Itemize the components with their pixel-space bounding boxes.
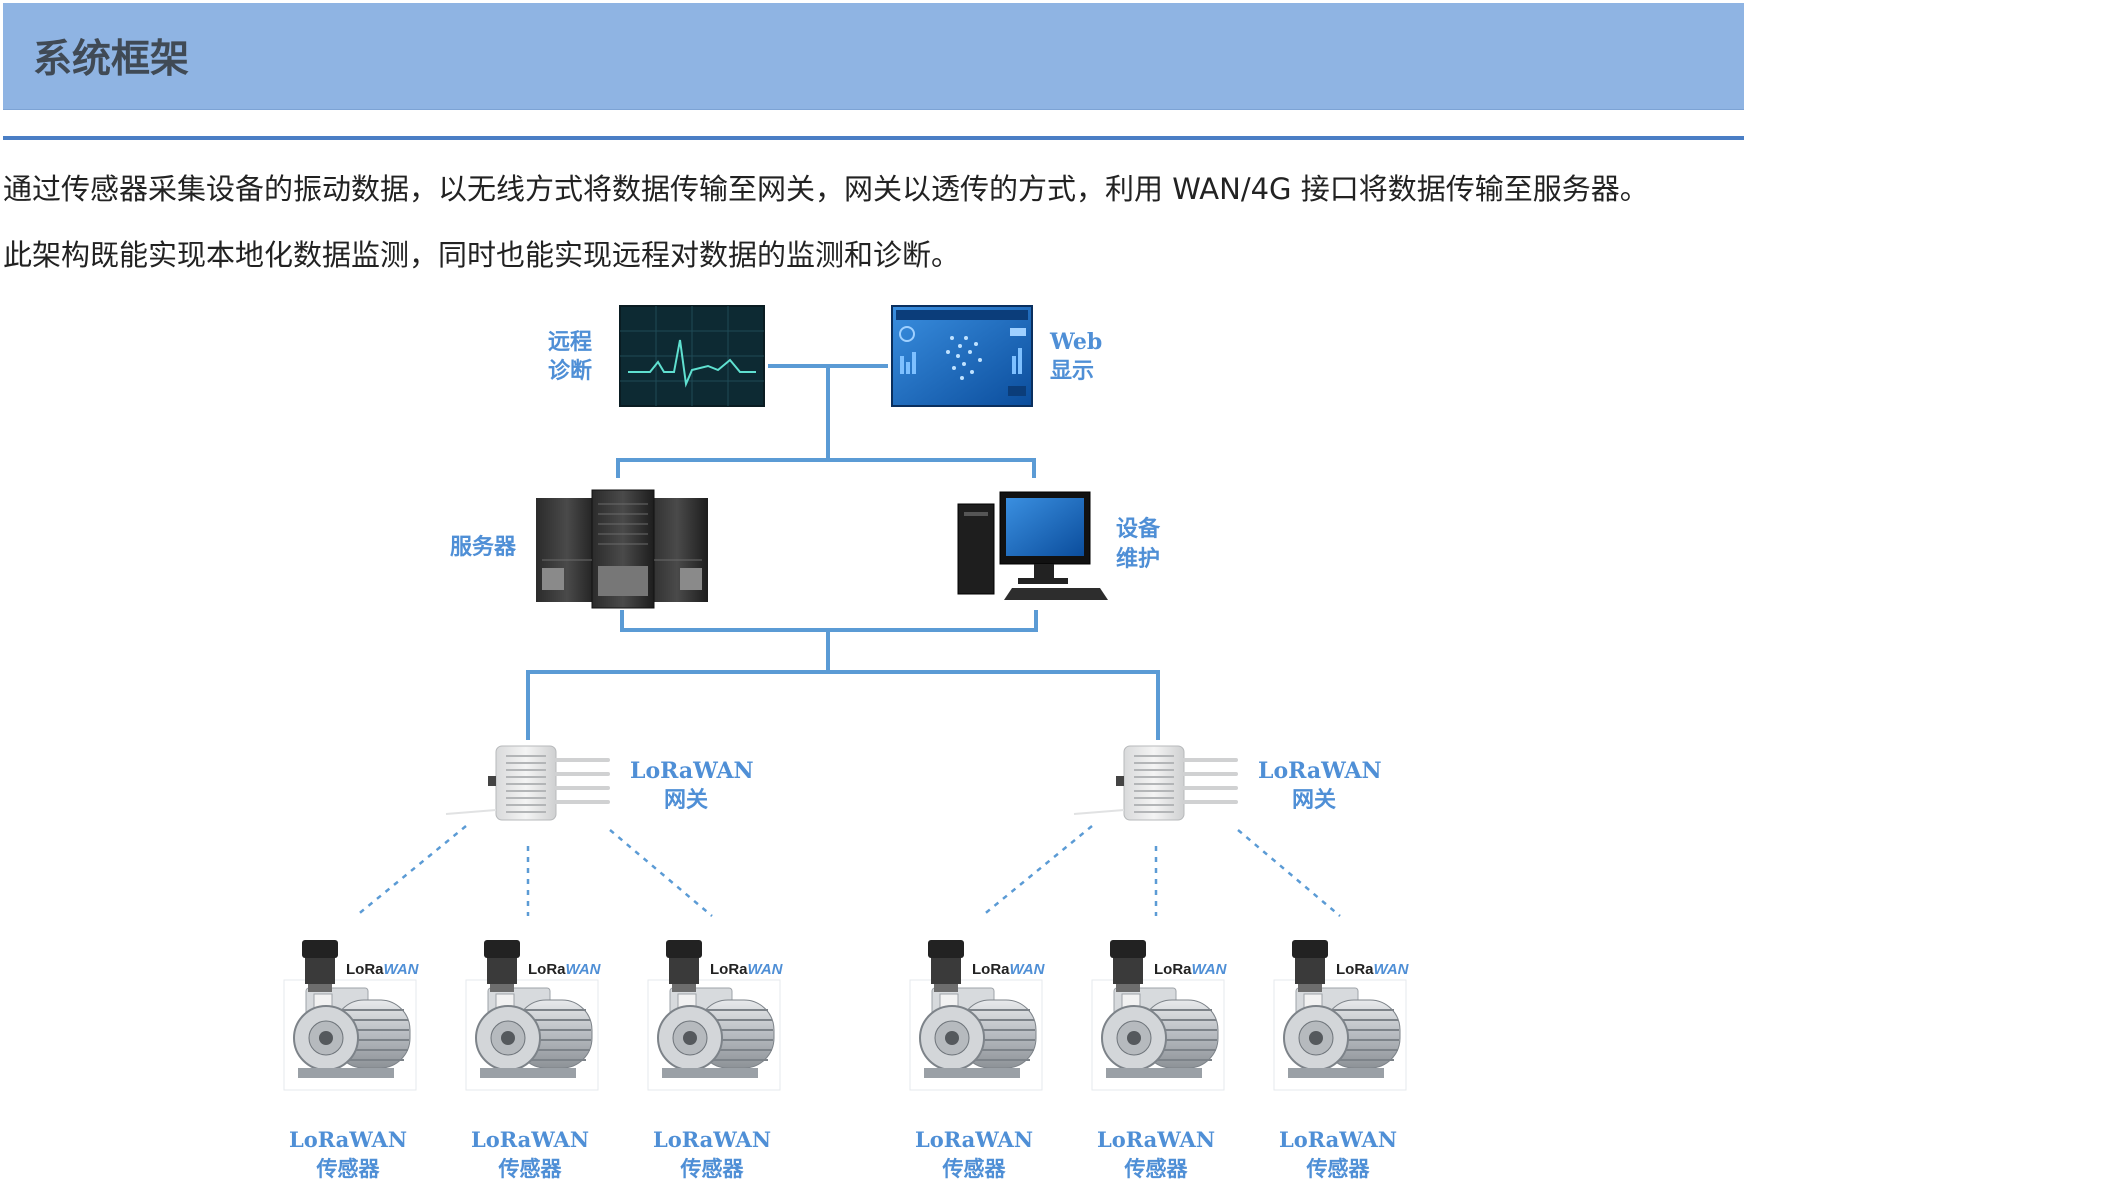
ecg-monitor-image <box>619 305 765 407</box>
svg-text:LoRaWAN: LoRaWAN <box>972 961 1046 978</box>
web-dashboard-image <box>891 305 1033 407</box>
lora-badge-text: LoRa <box>346 961 384 978</box>
sensor-6-label-1: LoRaWAN <box>1279 1127 1397 1152</box>
svg-text:LoRaWAN: LoRaWAN <box>710 961 784 978</box>
sensor-4-label-1: LoRaWAN <box>915 1127 1033 1152</box>
web-display-label-2: 显示 <box>1050 359 1094 384</box>
description-line-1: 通过传感器采集设备的振动数据，以无线方式将数据传输至网关，网关以透传的方式，利用… <box>3 172 1649 206</box>
sensor-2: LoRaWAN <box>465 940 602 1091</box>
top-connection-lines <box>616 364 1036 478</box>
sensor-6-label-2: 传感器 <box>1306 1157 1371 1181</box>
wan-badge-text: WAN <box>1374 961 1410 978</box>
sensor-4-label-2: 传感器 <box>942 1157 1007 1181</box>
svg-text:LoRaWAN: LoRaWAN <box>528 961 602 978</box>
sensor-3-label-1: LoRaWAN <box>653 1127 771 1152</box>
sensor-1-label-2: 传感器 <box>316 1157 381 1181</box>
maintenance-label-1: 设备 <box>1116 516 1161 542</box>
sensor-4: LoRaWAN <box>909 940 1046 1091</box>
middle-connection-lines <box>526 610 1160 740</box>
server-image <box>536 489 708 609</box>
system-architecture-diagram: 远程 诊断 Web 显示 <box>283 305 1410 1181</box>
lora-badge-text: LoRa <box>972 961 1010 978</box>
gateway-right-image <box>1072 744 1238 822</box>
svg-text:LoRaWAN: LoRaWAN <box>1154 961 1228 978</box>
wan-badge-text: WAN <box>566 961 602 978</box>
sensor-2-label-1: LoRaWAN <box>471 1127 589 1152</box>
gateway-left-label-1: LoRaWAN <box>630 758 754 784</box>
gateway-left-label-2: 网关 <box>664 788 708 813</box>
wan-badge-text: WAN <box>384 961 420 978</box>
lora-badge-text: LoRa <box>1154 961 1192 978</box>
sensor-2-label-2: 传感器 <box>498 1157 563 1181</box>
wan-badge-text: WAN <box>1010 961 1046 978</box>
sensor-1-label-1: LoRaWAN <box>289 1127 407 1152</box>
sensor-5-label-2: 传感器 <box>1124 1157 1189 1181</box>
header-divider <box>3 136 1744 140</box>
sensor-1: LoRaWAN <box>283 940 420 1091</box>
section-header: 系统框架 <box>3 3 1744 110</box>
lora-badge-text: LoRa <box>528 961 566 978</box>
sensor-5: LoRaWAN <box>1091 940 1228 1091</box>
maintenance-label-2: 维护 <box>1116 546 1160 572</box>
svg-text:LoRaWAN: LoRaWAN <box>346 961 420 978</box>
server-label: 服务器 <box>450 535 517 560</box>
sensor-3-label-2: 传感器 <box>680 1157 745 1181</box>
maintenance-pc-image <box>957 491 1108 600</box>
remote-diagnosis-label-1: 远程 <box>548 330 592 355</box>
sensor-5-label-1: LoRaWAN <box>1097 1127 1215 1152</box>
gateway-left-image <box>444 744 610 822</box>
gateway-right-label-1: LoRaWAN <box>1258 758 1382 784</box>
sensor-6: LoRaWAN <box>1273 940 1410 1091</box>
section-title: 系统框架 <box>33 37 190 82</box>
gateway-right-label-2: 网关 <box>1292 788 1336 813</box>
remote-diagnosis-label-2: 诊断 <box>548 358 592 384</box>
wan-badge-text: WAN <box>748 961 784 978</box>
lora-badge-text: LoRa <box>1336 961 1374 978</box>
wireless-links <box>355 825 1341 917</box>
lora-badge-text: LoRa <box>710 961 748 978</box>
sensor-3: LoRaWAN <box>647 940 784 1091</box>
description-line-2: 此架构既能实现本地化数据监测，同时也能实现远程对数据的监测和诊断。 <box>3 238 961 272</box>
svg-text:LoRaWAN: LoRaWAN <box>1336 961 1410 978</box>
web-display-label-1: Web <box>1049 329 1102 355</box>
wan-badge-text: WAN <box>1192 961 1228 978</box>
